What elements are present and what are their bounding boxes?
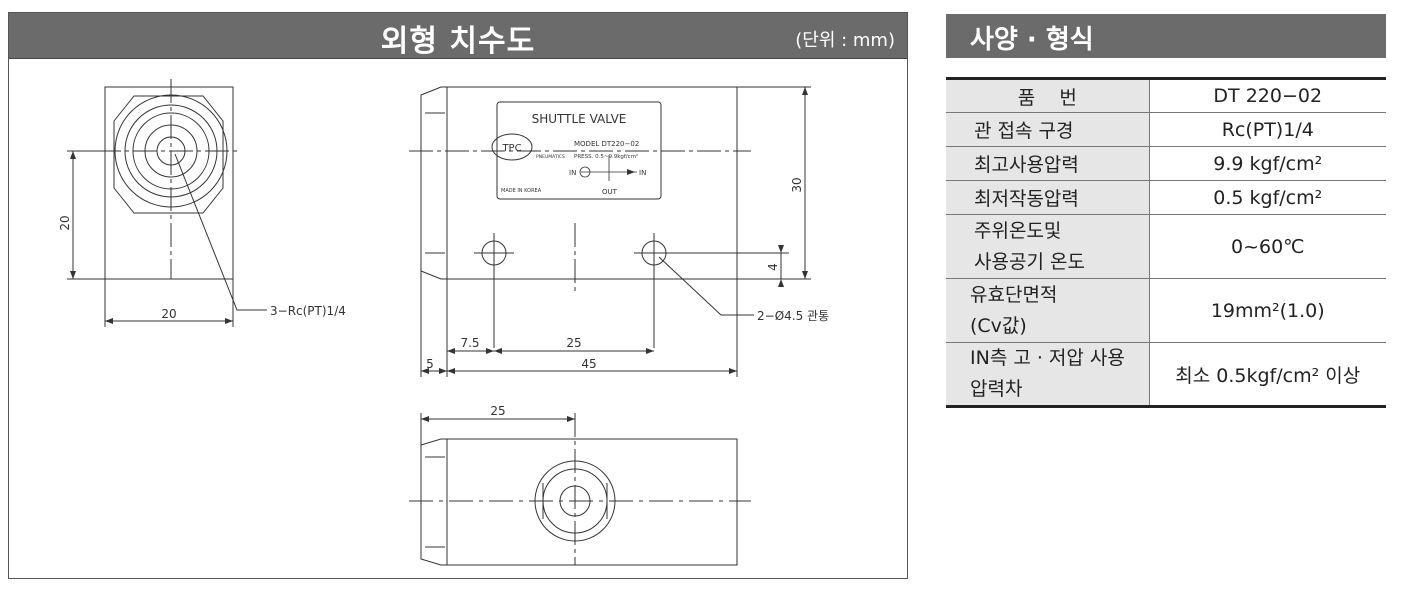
hole-left-dim-text: 7.5: [460, 336, 479, 350]
bottom-view-body: [446, 438, 738, 566]
plate-press: PRESS. 0.5~9.9kgf/cm²: [574, 153, 638, 160]
plate-brand: TPC: [501, 143, 521, 154]
drawing-unit-label: (단위 : mm): [795, 30, 895, 51]
arrow: [494, 348, 502, 354]
plate-title: SHUTTLE VALVE: [532, 112, 627, 126]
drawing-header: 외형 치수도 (단위 : mm): [9, 13, 907, 59]
bottom-port-dim-text: 25: [490, 404, 505, 418]
spec-value: 0.5 kgf/cm²: [1149, 180, 1386, 215]
technical-drawing: 20 20 3−Rc(PT)1/4 SHUTTLE VALVE TPC PNEU…: [58, 79, 829, 566]
plate-made-in: MADE IN KOREA: [501, 188, 542, 194]
side-height-dim-text: 30: [790, 177, 804, 192]
side-view-body: [446, 86, 738, 280]
drawing-title: 외형 치수도: [380, 24, 536, 59]
bottom-view-cap: [420, 438, 448, 566]
spec-header: 사양 · 형식: [946, 14, 1386, 58]
arrow: [486, 348, 494, 354]
spec-value: 9.9 kgf/cm²: [1149, 146, 1386, 181]
arrow: [105, 318, 113, 324]
spec-label-line: (Cv값): [970, 314, 1027, 337]
front-port-leader: [174, 153, 267, 311]
arrow: [439, 368, 447, 374]
arrow: [778, 279, 784, 287]
bottom-view: [409, 413, 751, 566]
spec-label: 주위온도및 사용공기 온도: [946, 214, 1150, 279]
front-port-callout: 3−Rc(PT)1/4: [270, 304, 346, 318]
hole-callout: 2−Ø4.5 관통: [757, 309, 829, 323]
side-view: [409, 86, 811, 377]
spec-value: 최소 0.5kgf/cm² 이상: [1149, 342, 1386, 407]
front-view: [67, 79, 267, 327]
arrow: [447, 368, 455, 374]
plate-out: OUT: [602, 188, 618, 196]
arrow: [70, 271, 76, 279]
tpc-logo-ellipse: [491, 133, 533, 161]
cap-dim-text: 5: [426, 357, 434, 371]
spec-label-line: 사용공기 온도: [974, 250, 1085, 273]
spec-row-temperature: 주위온도및 사용공기 온도 0~60℃: [946, 214, 1386, 279]
front-height-dim-text: 20: [58, 215, 72, 230]
spec-row-effective-area: 유효단면적 (Cv값) 19mm²(1.0): [946, 278, 1386, 343]
spec-row-port-size: 관 접속 구경 Rc(PT)1/4: [946, 112, 1386, 147]
plate-brand-sub: PNEUMATICS: [536, 154, 565, 160]
spec-row-max-pressure: 최고사용압력 9.9 kgf/cm²: [946, 146, 1386, 181]
total-length-dim-text: 45: [581, 357, 596, 371]
front-view-hex-nut: [113, 95, 224, 214]
hole-offset-dim-text: 4: [766, 263, 780, 271]
front-width-dim-text: 20: [161, 307, 176, 321]
spec-label-line: 유효단면적: [970, 283, 1058, 306]
arrow: [447, 348, 455, 354]
arrow: [567, 416, 575, 422]
arrow: [729, 368, 737, 374]
plate-in-right: IN: [639, 169, 646, 177]
spec-label-line: IN측 고 · 저압 사용: [970, 347, 1125, 369]
spec-label: IN측 고 · 저압 사용 압력차: [946, 342, 1150, 407]
spec-label: 최저작동압력: [946, 180, 1150, 215]
spec-value: 0~60℃: [1149, 214, 1386, 279]
spec-value: 19mm²(1.0): [1149, 278, 1386, 343]
spec-label-line: 압력차: [970, 378, 1023, 400]
front-view-body: [104, 86, 234, 280]
arrow: [421, 416, 429, 422]
spec-label: 유효단면적 (Cv값): [946, 278, 1150, 343]
spec-value: Rc(PT)1/4: [1149, 112, 1386, 147]
arrow: [70, 151, 76, 159]
spec-label: 품 번: [946, 78, 1150, 113]
arrow: [421, 368, 429, 374]
side-view-cap: [420, 86, 448, 280]
spec-row-min-pressure: 최저작동압력 0.5 kgf/cm²: [946, 180, 1386, 215]
hole-pitch-dim-text: 25: [566, 336, 581, 350]
spec-label: 최고사용압력: [946, 146, 1150, 181]
arrow: [802, 87, 808, 95]
arrow: [627, 169, 635, 175]
plate-model: MODEL DT220−02: [574, 140, 639, 148]
spec-label-line: 주위온도및: [974, 219, 1062, 242]
spec-title: 사양 · 형식: [970, 25, 1094, 55]
dimension-drawing-panel: 외형 치수도 (단위 : mm): [8, 12, 908, 579]
plate-symbol-ball: [579, 166, 591, 178]
arrow: [778, 245, 784, 253]
arrow: [225, 318, 233, 324]
spec-row-pressure-difference: IN측 고 · 저압 사용 압력차 최소 0.5kgf/cm² 이상: [946, 342, 1386, 407]
hole-callout-leader: [658, 256, 754, 316]
plate-in-left: IN: [569, 169, 576, 177]
spec-table: 품 번 DT 220−02 관 접속 구경 Rc(PT)1/4 최고사용압력 9…: [946, 77, 1386, 408]
spec-value: DT 220−02: [1149, 78, 1386, 113]
arrow: [802, 271, 808, 279]
spec-row-part-number: 품 번 DT 220−02: [946, 78, 1386, 113]
spec-label: 관 접속 구경: [946, 112, 1150, 147]
arrow: [646, 348, 654, 354]
